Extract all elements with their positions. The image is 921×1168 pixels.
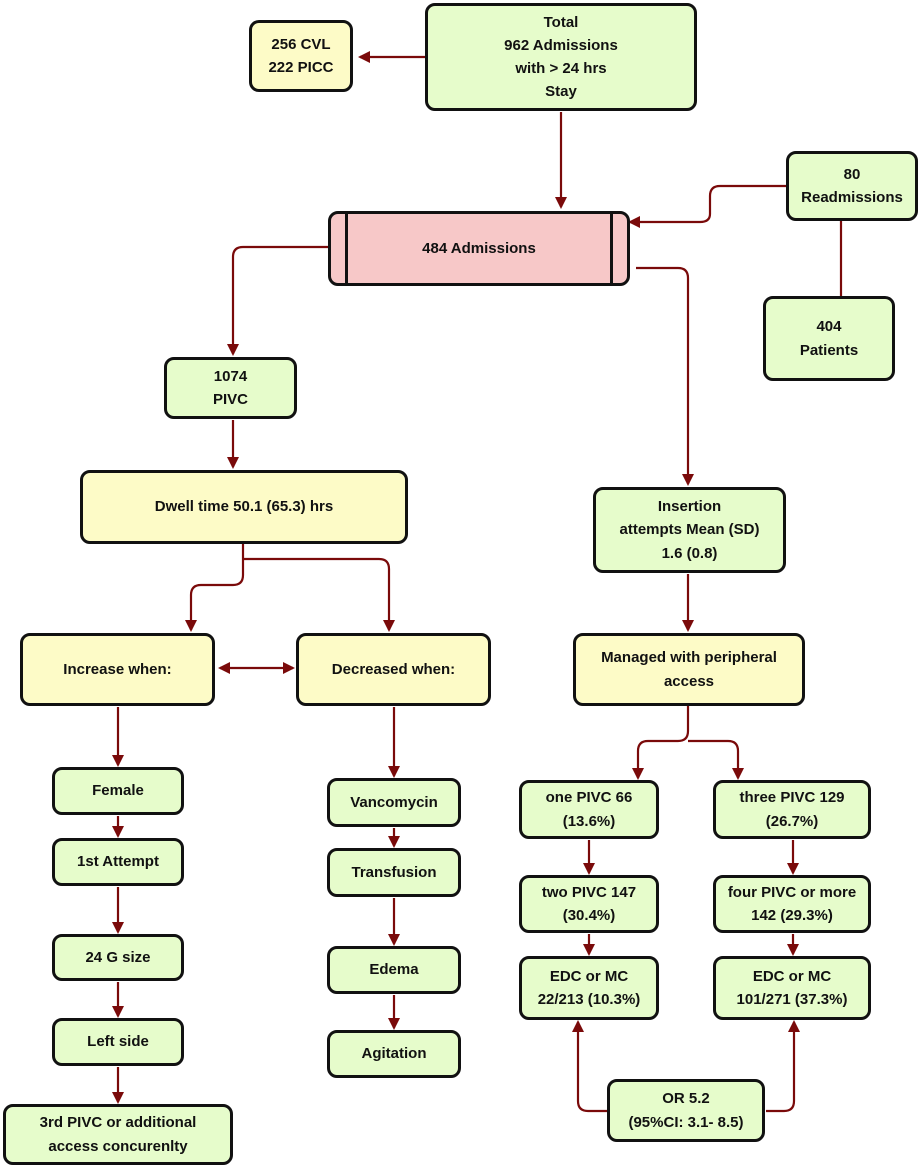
- cvl-picc-box: 256 CVL 222 PICC: [249, 20, 353, 92]
- first-attempt-box: 1st Attempt: [52, 838, 184, 886]
- edc-right-box: EDC or MC 101/271 (37.3%): [713, 956, 871, 1020]
- readmissions-label: 80 Readmissions: [801, 165, 903, 206]
- arrow-admissions-to-insertion: [636, 266, 694, 486]
- two-pivc-box: two PIVC 147 (30.4%): [519, 875, 659, 933]
- arrow-dwell-to-decrease: [243, 557, 395, 632]
- total-admissions-label: Total 962 Admissions with > 24 hrs Stay: [504, 13, 618, 101]
- decreased-when-label: Decreased when:: [331, 660, 456, 678]
- admissions-box: 484 Admissions: [328, 211, 630, 286]
- decreased-when-box: Decreased when:: [296, 633, 491, 706]
- four-pivc-label: four PIVC or more 142 (29.3%): [727, 883, 857, 924]
- insertion-attempts-box: Insertion attempts Mean (SD) 1.6 (0.8): [593, 487, 786, 573]
- edema-label: Edema: [369, 961, 419, 979]
- left-side-box: Left side: [52, 1018, 184, 1066]
- managed-peripheral-box: Managed with peripheral access: [573, 633, 805, 706]
- agitation-label: Agitation: [361, 1045, 427, 1063]
- edema-box: Edema: [327, 946, 461, 994]
- first-attempt-label: 1st Attempt: [77, 853, 159, 871]
- increase-when-box: Increase when:: [20, 633, 215, 706]
- vancomycin-label: Vancomycin: [350, 793, 438, 811]
- total-admissions-box: Total 962 Admissions with > 24 hrs Stay: [425, 3, 697, 111]
- edc-left-label: EDC or MC 22/213 (10.3%): [537, 967, 641, 1008]
- arrow-managed-to-one: [632, 706, 690, 780]
- pivc-box: 1074 PIVC: [164, 357, 297, 419]
- g24-size-label: 24 G size: [85, 948, 151, 966]
- transfusion-label: Transfusion: [351, 863, 437, 881]
- admissions-left-strip: [345, 214, 348, 283]
- one-pivc-box: one PIVC 66 (13.6%): [519, 780, 659, 839]
- third-pivc-label: 3rd PIVC or additional access concurenlt…: [39, 1114, 197, 1155]
- patients-label: 404 Patients: [799, 318, 859, 359]
- three-pivc-label: three PIVC 129 (26.7%): [739, 789, 845, 830]
- female-label: Female: [92, 782, 144, 800]
- agitation-box: Agitation: [327, 1030, 461, 1078]
- three-pivc-box: three PIVC 129 (26.7%): [713, 780, 871, 839]
- odds-ratio-label: OR 5.2 (95%CI: 3.1- 8.5): [628, 1090, 744, 1131]
- arrow-readmissions-to-admissions: [628, 184, 786, 228]
- arrow-dwell-to-increase: [185, 544, 245, 632]
- insertion-attempts-label: Insertion attempts Mean (SD) 1.6 (0.8): [619, 498, 760, 562]
- edc-left-box: EDC or MC 22/213 (10.3%): [519, 956, 659, 1020]
- transfusion-box: Transfusion: [327, 848, 461, 897]
- vancomycin-box: Vancomycin: [327, 778, 461, 827]
- two-pivc-label: two PIVC 147 (30.4%): [541, 883, 637, 924]
- dwell-time-label: Dwell time 50.1 (65.3) hrs: [154, 498, 334, 516]
- third-pivc-box: 3rd PIVC or additional access concurenlt…: [3, 1104, 233, 1165]
- admissions-label: 484 Admissions: [422, 239, 536, 257]
- edc-right-label: EDC or MC 101/271 (37.3%): [736, 967, 848, 1008]
- left-side-label: Left side: [87, 1033, 149, 1051]
- one-pivc-label: one PIVC 66 (13.6%): [545, 789, 633, 830]
- four-pivc-box: four PIVC or more 142 (29.3%): [713, 875, 871, 933]
- odds-ratio-box: OR 5.2 (95%CI: 3.1- 8.5): [607, 1079, 765, 1142]
- cvl-picc-label: 256 CVL 222 PICC: [268, 35, 334, 76]
- g24-size-box: 24 G size: [52, 934, 184, 981]
- managed-peripheral-label: Managed with peripheral access: [601, 649, 777, 690]
- pivc-label: 1074 PIVC: [212, 367, 248, 408]
- arrow-or-to-edc-right: [766, 1020, 800, 1113]
- patients-box: 404 Patients: [763, 296, 895, 381]
- arrow-or-to-edc-left: [572, 1020, 607, 1113]
- increase-when-label: Increase when:: [63, 660, 172, 678]
- female-box: Female: [52, 767, 184, 815]
- readmissions-box: 80 Readmissions: [786, 151, 918, 221]
- arrow-admissions-to-pivc: [227, 245, 328, 356]
- arrow-managed-to-three: [688, 739, 744, 780]
- admissions-right-strip: [610, 214, 613, 283]
- dwell-time-box: Dwell time 50.1 (65.3) hrs: [80, 470, 408, 544]
